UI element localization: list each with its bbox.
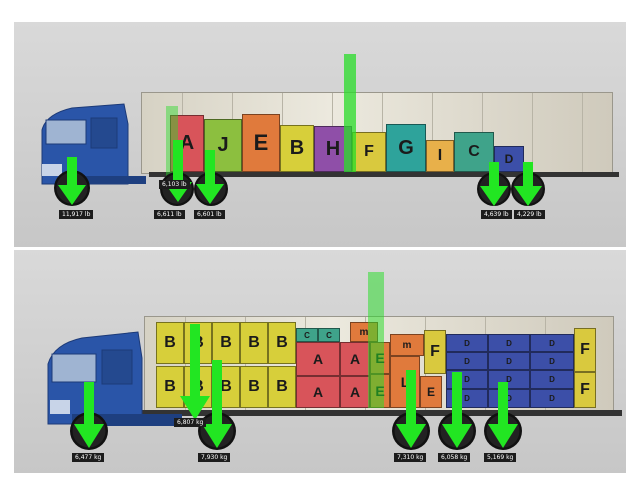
axle-weight-label: 11,917 lb [59,210,94,219]
cargo-box-f[interactable]: F [352,132,386,172]
cargo-box-d[interactable]: D [530,352,574,370]
axle-load-arrow [396,370,426,448]
cargo-box-d[interactable]: D [488,334,530,352]
axle-weight-label: 7,310 kg [394,453,427,462]
cargo-box-b[interactable]: B [240,366,268,408]
axle-load-arrow [514,162,542,206]
axle-weight-label: 6,611 lb [154,210,185,219]
center-of-gravity-indicator [368,272,384,408]
axle-load-arrow [442,372,472,448]
cargo-box-b[interactable]: B [268,322,296,364]
cargo-box-m[interactable]: m [390,334,424,356]
truck-cab [47,331,182,426]
axle-weight-label: 6,103 lb [159,180,190,189]
cargo-box-d[interactable]: D [446,352,488,370]
axle-weight-label: 4,229 lb [514,210,545,219]
cargo-box-b[interactable]: B [268,366,296,408]
cargo-box-a[interactable]: A [340,342,370,376]
axle-load-arrow [74,382,104,448]
cargo-box-a[interactable]: A [296,376,340,408]
trailer-chassis [149,172,619,177]
cargo-box-d[interactable]: D [530,370,574,389]
cargo-box-c[interactable]: C [318,328,340,342]
cargo-box-d[interactable]: D [530,389,574,408]
axle-weight-label: 5,169 kg [484,453,517,462]
cargo-box-b[interactable]: B [156,366,184,408]
cargo-box-d[interactable]: D [530,334,574,352]
axle-load-arrow [180,324,210,420]
axle-load-arrow [480,162,508,206]
axle-weight-label: 6,601 lb [194,210,225,219]
cargo-box-f[interactable]: F [574,328,596,372]
cargo-box-b[interactable]: B [280,125,314,172]
cargo-box-d[interactable]: D [494,146,524,172]
cargo-box-a[interactable]: A [340,376,370,408]
center-of-gravity-indicator [344,54,356,172]
cargo-box-f[interactable]: F [424,330,446,374]
cargo-box-d[interactable]: D [488,352,530,370]
cargo-box-f[interactable]: F [574,372,596,408]
axle-weight-label: 4,639 lb [481,210,512,219]
cargo-box-b[interactable]: B [156,322,184,364]
cargo-box-d[interactable]: D [446,334,488,352]
top-truck-panel: A J E B H F G I C D 11,917 lb 6,103 lb 6… [14,22,626,247]
trailer-chassis [142,410,622,416]
cargo-box-e[interactable]: E [242,114,280,172]
cargo-box-e[interactable]: E [420,376,442,408]
axle-load-arrow [196,150,224,204]
cargo-box-g[interactable]: G [386,124,426,172]
truck-cab [41,103,146,185]
bottom-truck-panel: B B B B B B B B B B C C A A A A m E E m … [14,250,626,473]
cargo-box-b[interactable]: B [240,322,268,364]
axle-weight-label: 6,477 kg [72,453,105,462]
axle-weight-label: 6,807 kg [174,418,207,427]
axle-load-arrow [488,382,518,448]
axle-load-arrow [58,157,86,205]
axle-load-arrow [202,360,232,448]
cargo-box-a[interactable]: A [296,342,340,376]
cargo-box-b[interactable]: B [212,322,240,364]
axle-weight-label: 7,930 kg [198,453,231,462]
axle-load-arrow [164,140,192,202]
cargo-box-i[interactable]: I [426,140,454,172]
axle-weight-label: 6,058 kg [438,453,471,462]
cargo-box-c[interactable]: C [296,328,318,342]
cargo-box-c[interactable]: C [454,132,494,172]
